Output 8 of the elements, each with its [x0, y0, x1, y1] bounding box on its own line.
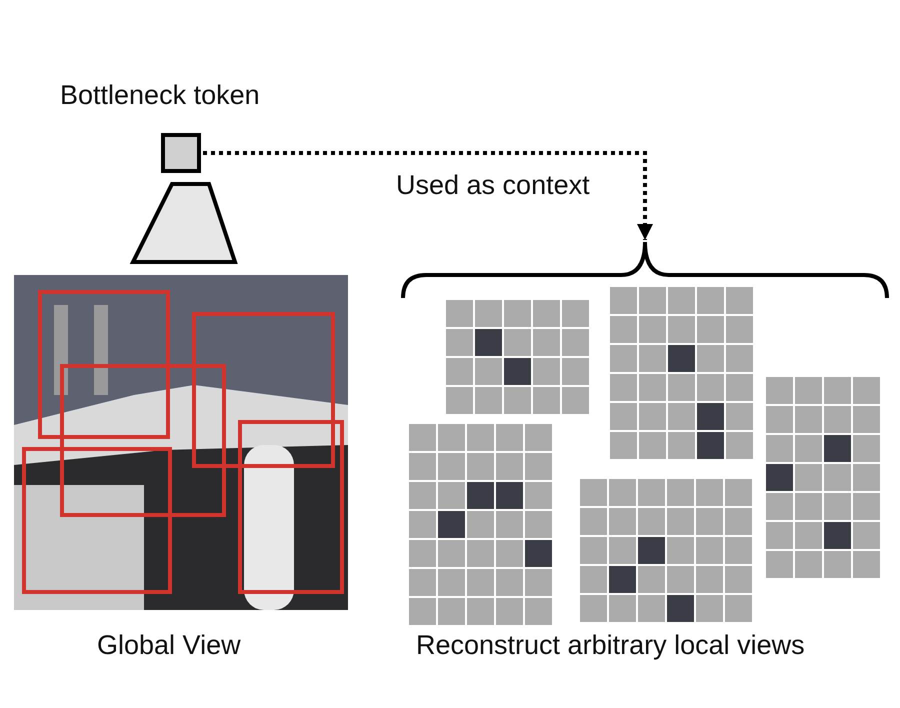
encoder-trapezoid	[131, 182, 237, 264]
dotted-arrow	[203, 151, 653, 240]
view-caption: Global View	[97, 632, 241, 659]
token-caption: Bottleneck token	[60, 82, 260, 109]
edge-label: Used as context	[396, 172, 590, 199]
token-square	[161, 133, 201, 173]
view-caption: Reconstruct arbitrary local views	[416, 632, 805, 659]
kitchen-scene-drawing	[14, 275, 348, 610]
